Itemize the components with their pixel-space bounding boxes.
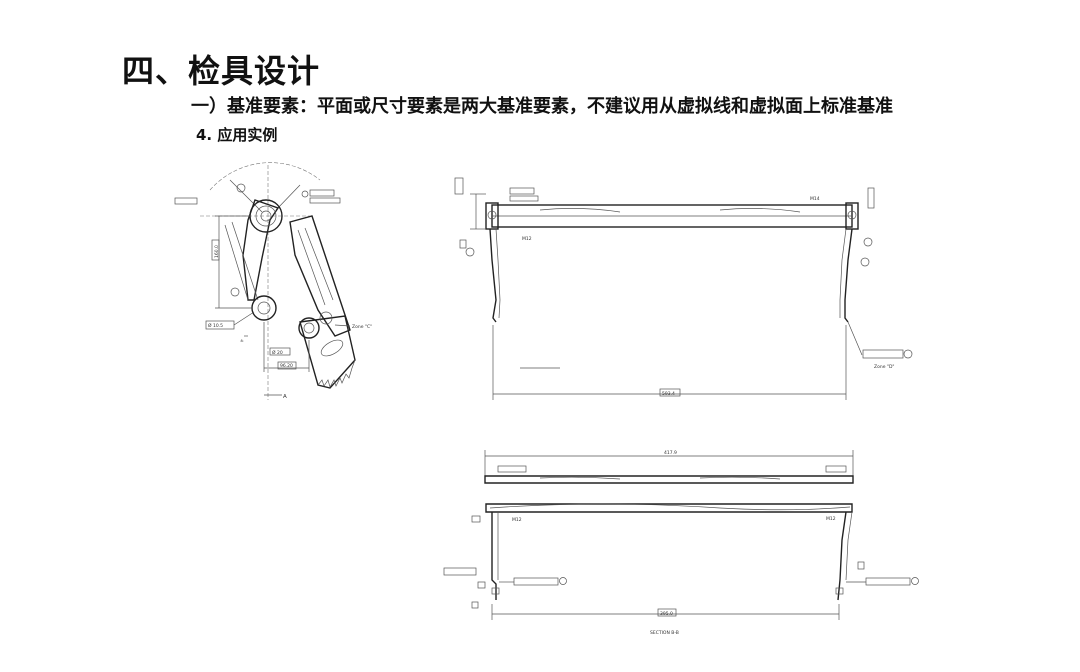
right-bracket	[844, 228, 853, 323]
dim-dia-bottom-label: Ø 20	[272, 349, 283, 356]
dim-bottom-label: 96.20	[280, 363, 293, 369]
section-title-label: SECTION B-B	[650, 630, 679, 636]
dim-bottom-section-label: 395.0	[660, 611, 673, 617]
example-heading: 4. 应用实例	[196, 126, 278, 144]
section-drawing: 417.9 M12 M12 395.0 SEC	[443, 450, 919, 636]
sector-plate	[299, 315, 356, 389]
left-bracket	[489, 228, 497, 323]
section-left-label: M12	[512, 517, 522, 523]
bottom-hub	[251, 295, 277, 321]
plan-strip	[484, 475, 854, 484]
slot	[320, 339, 344, 357]
dim-overall-label: 417.9	[664, 450, 677, 456]
right-hole-label: M14	[810, 196, 820, 202]
angle-arc	[209, 162, 321, 191]
dim-dia-left-label: Ø 10.5	[208, 322, 223, 329]
page-title: 四、检具设计	[122, 52, 321, 90]
left-flange	[485, 202, 499, 230]
section-right-label: M12	[826, 516, 836, 522]
lever-drawing: 160.0 Ø 10.5 Ø 20 ± 96.20 A Zone "C"	[174, 162, 372, 400]
datum-a-label: A	[283, 394, 287, 400]
section-left-leg	[491, 512, 497, 600]
section-subtitle: 一）基准要素：平面或尺寸要素是两大基准要素，不建议用从虚拟线和虚拟面上标准基准	[191, 96, 893, 117]
svg-text:±: ±	[240, 338, 244, 344]
dim-top-label: 160.0	[214, 245, 220, 258]
zone-d-label: Zone "D"	[874, 364, 895, 370]
main-arm	[242, 199, 280, 301]
section-right-leg	[837, 511, 847, 601]
zone-c-label: Zone "C"	[352, 324, 372, 330]
left-hole-label: M12	[522, 236, 532, 242]
dim-width-label: 593.4	[662, 391, 675, 397]
tube-assembly-drawing: M12 M14 593.4 Zone "D"	[454, 177, 913, 400]
secondary-arm	[289, 215, 351, 337]
